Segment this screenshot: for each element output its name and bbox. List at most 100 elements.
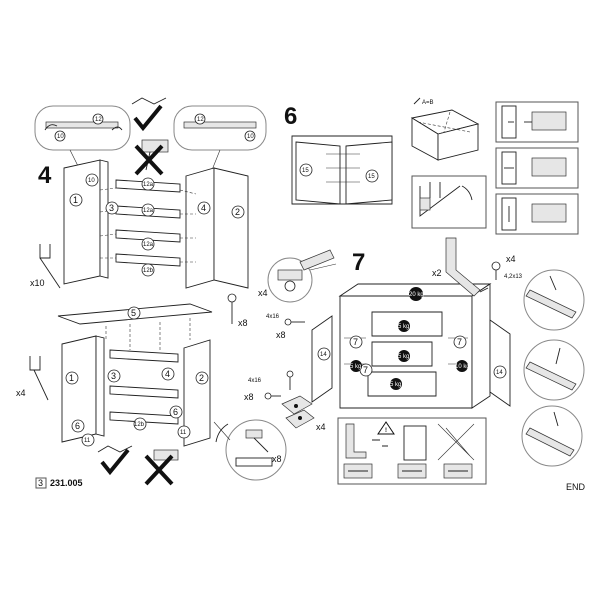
svg-text:!: ! xyxy=(385,428,387,434)
weight-icon: 5 kg xyxy=(398,320,410,332)
qty-dowel-x10: x10 xyxy=(30,278,45,288)
weight-icon: 20 kg xyxy=(409,287,424,301)
screw-icon xyxy=(491,261,501,280)
step-4-number: 4 xyxy=(38,162,52,189)
dowel-icon xyxy=(39,244,61,289)
step-4-cabinet xyxy=(63,159,249,289)
qty-nails-x8: x8 xyxy=(272,454,282,464)
svg-text:10 kg: 10 kg xyxy=(455,364,470,370)
right-door xyxy=(489,319,511,407)
part-label-4: 4 xyxy=(201,203,206,213)
svg-text:5 kg: 5 kg xyxy=(390,382,401,388)
drawer-hinge-icon xyxy=(281,370,315,429)
wall-anchor-diagram xyxy=(411,175,487,229)
cross-icon xyxy=(134,144,164,176)
hinge-icon xyxy=(277,269,303,281)
correct-tool-icon xyxy=(97,445,133,453)
svg-text:20 kg: 20 kg xyxy=(409,292,424,298)
qty-hinge-x4: x4 xyxy=(316,422,326,432)
screw-icon xyxy=(227,293,237,324)
part-label-7: 7 xyxy=(363,365,368,375)
part-label-11: 11 xyxy=(84,438,91,444)
svg-text:5 kg: 5 kg xyxy=(350,364,361,370)
part-label-15: 15 xyxy=(302,168,309,174)
end-label: END xyxy=(566,482,586,492)
part-label-1: 1 xyxy=(73,195,78,205)
hinge-detail-bubble xyxy=(267,257,337,303)
diagonal-check-diagram xyxy=(410,97,480,161)
hinge-adjust-panel-3 xyxy=(495,193,579,235)
part-label-12b: 12b xyxy=(134,422,145,428)
step-6-number: 6 xyxy=(284,103,297,130)
part-label-12a: 12a xyxy=(143,182,154,188)
wall-mount-warning-panel: ! xyxy=(337,417,487,485)
qty-screw-x4: x4 xyxy=(506,254,516,264)
hinge-adjust-panel-1 xyxy=(495,101,579,143)
checkmark-icon xyxy=(133,104,163,132)
correct-tool-icon xyxy=(131,97,167,132)
part-label-4: 4 xyxy=(165,369,170,379)
part-label-3: 3 xyxy=(111,371,116,381)
runner-detail-bubble-2 xyxy=(523,339,585,401)
weight-icon: 10 kg xyxy=(455,360,470,372)
hinge-arm-icon xyxy=(299,249,335,271)
product-code: 231.005 xyxy=(50,478,83,488)
screw-size-4x16: 4x16 xyxy=(248,378,262,384)
part-label-3: 3 xyxy=(109,203,114,213)
diagonal-note: A=B xyxy=(422,100,434,106)
bubble-left-part-12: 12 xyxy=(95,117,102,123)
qty-dowel-x4: x4 xyxy=(16,388,26,398)
page-number-box xyxy=(35,477,47,489)
detail-bubble-right: 12 10 xyxy=(173,105,267,171)
rotate-arrow-icon xyxy=(111,126,123,131)
part-label-6: 6 xyxy=(173,407,178,417)
part-label-12a: 12a xyxy=(143,208,154,214)
hinge-adjust-panel-2 xyxy=(495,147,579,189)
step-7-number: 7 xyxy=(352,249,365,276)
cross-icon xyxy=(144,454,174,486)
weight-icon: 5 kg xyxy=(350,360,362,372)
screw-icon xyxy=(284,318,305,326)
detail-bubble-left: 10 12 xyxy=(34,105,131,171)
part-label-12b: 12b xyxy=(143,268,154,274)
runner-detail-bubble-1 xyxy=(523,269,585,331)
qty-screw-x8: x8 xyxy=(244,392,254,402)
bubble-left-part-10: 10 xyxy=(57,134,64,140)
part-label-5: 5 xyxy=(131,308,136,318)
part-label-14: 14 xyxy=(320,352,327,358)
svg-text:5 kg: 5 kg xyxy=(398,324,409,330)
page-number: 3 xyxy=(38,478,43,488)
bubble-right-part-10: 10 xyxy=(247,134,254,140)
qty-screw-x8: x8 xyxy=(238,318,248,328)
part-label-10: 10 xyxy=(88,178,95,184)
wall-bracket-icon xyxy=(445,237,489,297)
part-label-7: 7 xyxy=(353,337,358,347)
hammer-detail-bubble xyxy=(213,419,287,481)
checkmark-icon xyxy=(100,448,130,476)
part-label-14: 14 xyxy=(496,370,503,376)
part-label-7: 7 xyxy=(457,337,462,347)
part-label-11: 11 xyxy=(180,430,187,436)
hammer-icon xyxy=(245,429,263,439)
wrong-tool-icon xyxy=(153,449,179,461)
qty-screw-x8: x8 xyxy=(276,330,286,340)
wrong-tool-icon xyxy=(134,139,169,176)
screw-size-42x13: 4,2x13 xyxy=(504,274,523,280)
screw-size-4x16: 4x16 xyxy=(266,314,280,320)
qty-hinge-x4: x4 xyxy=(258,288,268,298)
screw-icon xyxy=(264,392,281,400)
bubble-right-part-12: 12 xyxy=(197,117,204,123)
part-label-12a: 12a xyxy=(143,242,154,248)
step-7-cabinet xyxy=(311,283,511,409)
part-label-1: 1 xyxy=(69,373,74,383)
dowel-icon xyxy=(29,356,49,401)
runner-detail-bubble-3 xyxy=(521,405,583,467)
part-label-2: 2 xyxy=(235,207,240,217)
part-label-2: 2 xyxy=(199,373,204,383)
weight-icon: 5 kg xyxy=(390,378,402,390)
svg-text:5 kg: 5 kg xyxy=(398,354,409,360)
qty-bracket-x2: x2 xyxy=(432,268,442,278)
warning-icon xyxy=(377,421,395,435)
part-label-6: 6 xyxy=(75,421,80,431)
